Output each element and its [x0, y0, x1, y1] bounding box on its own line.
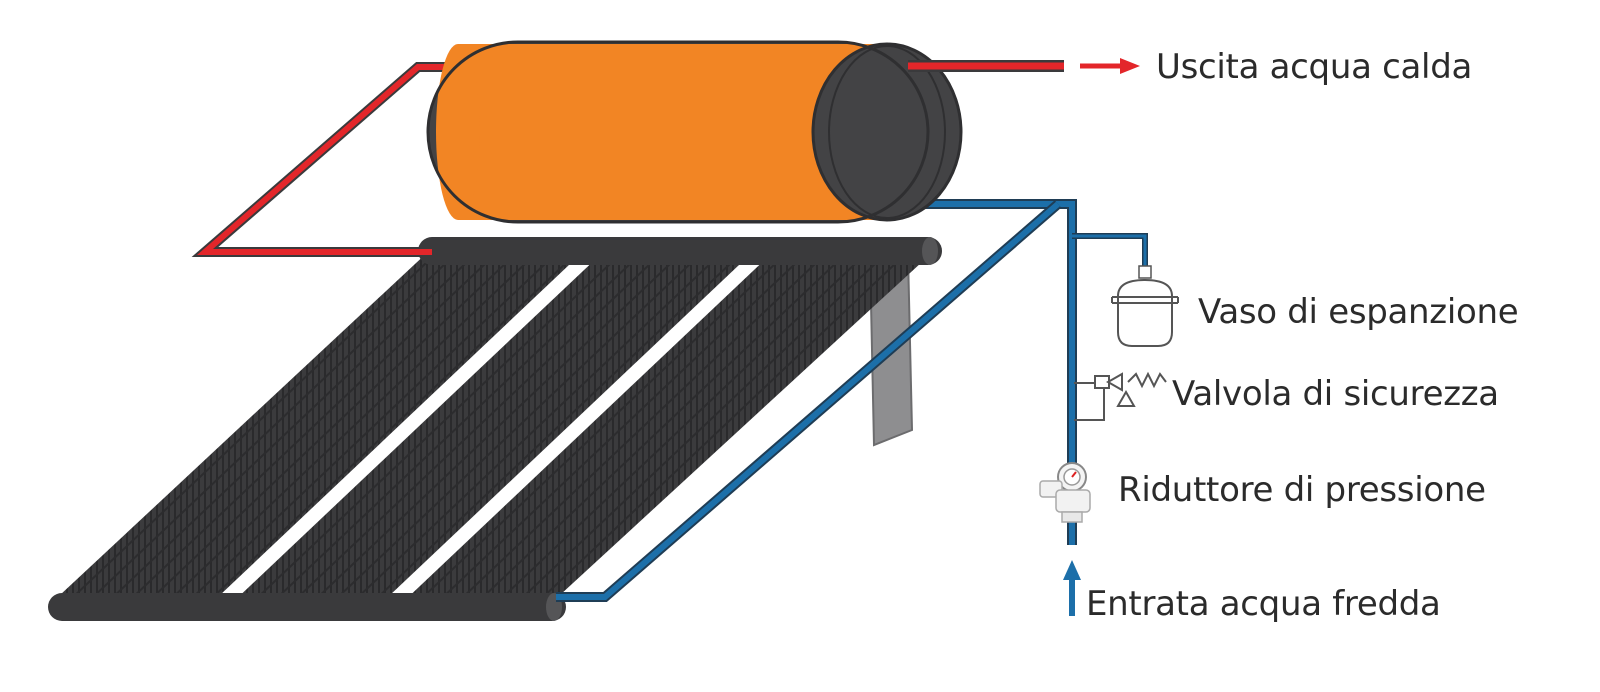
label-hot-water-outlet: Uscita acqua calda [1156, 47, 1473, 87]
solar-collector [60, 250, 935, 595]
pressure-reducer-icon [1039, 462, 1091, 523]
storage-tank [426, 40, 963, 224]
bottom-header-pipe [48, 593, 566, 621]
arrow-up-icon [1063, 560, 1081, 616]
label-safety-valve: Valvola di sicurezza [1172, 374, 1499, 414]
top-header-pipe [418, 237, 942, 265]
cold-pipe [556, 199, 1148, 602]
label-expansion-vessel: Vaso di espanzione [1198, 292, 1519, 332]
expansion-vessel-icon [1111, 265, 1179, 347]
hot-return-pipe [191, 62, 445, 257]
label-pressure-reducer: Riduttore di pressione [1118, 470, 1486, 510]
safety-valve-icon [1074, 371, 1167, 421]
label-cold-water-inlet: Entrata acqua fredda [1086, 584, 1441, 624]
arrow-right-icon [1080, 58, 1140, 74]
